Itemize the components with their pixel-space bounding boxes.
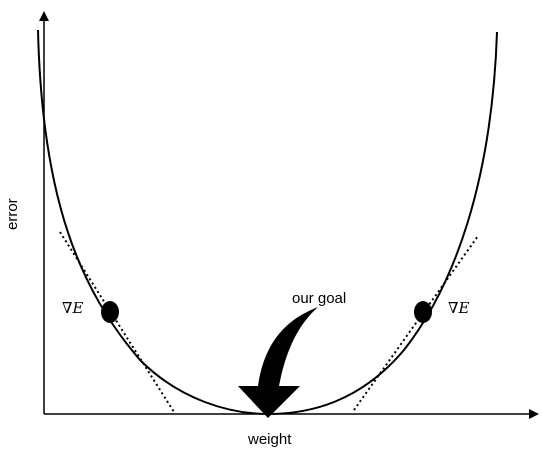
goal-annotation: our goal xyxy=(292,290,347,307)
y-axis-label: error xyxy=(4,198,21,230)
left-gradient-point xyxy=(101,301,119,323)
left-tangent-line xyxy=(59,231,175,413)
right-gradient-point xyxy=(414,301,432,323)
x-axis-label: weight xyxy=(248,431,292,448)
left-gradient-label: ∇E xyxy=(62,299,84,317)
right-gradient-label: ∇E xyxy=(448,299,470,317)
right-tangent-line xyxy=(353,235,479,411)
curved-arrow-down-icon xyxy=(238,307,318,418)
